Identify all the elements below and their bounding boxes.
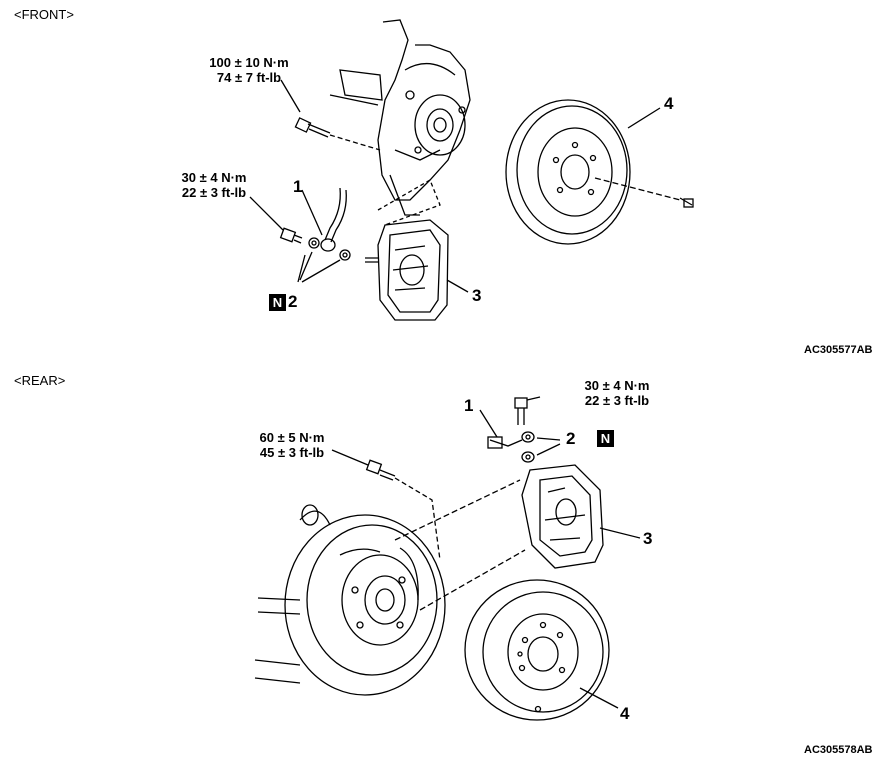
front-caliper (365, 219, 469, 321)
front-callout-4: 4 (664, 94, 674, 113)
rear-callout-2: 2 (566, 429, 576, 448)
front-torque-upper-metric: 100 ± 10 N·m (209, 55, 289, 70)
rear-guide-line-2 (419, 549, 526, 611)
rear-torque-lower-imperial: 45 ± 3 ft-lb (259, 445, 325, 460)
front-n-badge: N (269, 294, 286, 311)
rear-brake-hose (479, 396, 561, 463)
rear-torque-upper: 30 ± 4 N·m 22 ± 3 ft-lb (572, 378, 662, 408)
rear-n-badge: N (597, 430, 614, 447)
rear-torque-lower-metric: 60 ± 5 N·m (259, 430, 325, 445)
rear-figure-code: AC305578AB (804, 744, 873, 756)
front-callout-2: 2 (288, 292, 298, 311)
front-torque-lower-imperial: 22 ± 3 ft-lb (181, 185, 247, 200)
rear-guide-line-1 (394, 479, 521, 541)
front-brake-disc (505, 99, 694, 245)
rear-callout-1: 1 (464, 396, 474, 415)
front-figure-code: AC305577AB (804, 344, 873, 356)
rear-callout-4: 4 (620, 704, 630, 723)
front-knuckle-illustration (329, 19, 471, 226)
front-torque-lower-leader (249, 196, 284, 231)
front-torque-upper-leader (280, 79, 301, 113)
rear-torque-upper-metric: 30 ± 4 N·m (584, 378, 650, 393)
front-torque-upper-imperial: 74 ± 7 ft-lb (216, 70, 282, 85)
front-callout-1: 1 (293, 177, 303, 196)
rear-hub-illustration (254, 504, 446, 696)
front-brake-hose (320, 187, 347, 252)
front-torque-lower-metric: 30 ± 4 N·m (181, 170, 247, 185)
front-torque-upper: 100 ± 10 N·m 74 ± 7 ft-lb (208, 55, 290, 85)
front-torque-lower: 30 ± 4 N·m 22 ± 3 ft-lb (172, 170, 256, 200)
front-union-bolt (279, 227, 351, 283)
rear-torque-lower: 60 ± 5 N·m 45 ± 3 ft-lb (250, 430, 334, 460)
rear-callout-3: 3 (643, 529, 653, 548)
front-callout-3: 3 (472, 286, 482, 305)
rear-brake-disc (464, 579, 619, 721)
front-section-label: <FRONT> (14, 7, 74, 22)
rear-caliper (521, 464, 641, 569)
rear-torque-upper-imperial: 22 ± 3 ft-lb (584, 393, 650, 408)
front-callout-1-leader (301, 189, 323, 236)
rear-section-label: <REAR> (14, 373, 66, 388)
front-upper-bolt (294, 117, 381, 151)
rear-caliper-bolt (331, 449, 441, 561)
